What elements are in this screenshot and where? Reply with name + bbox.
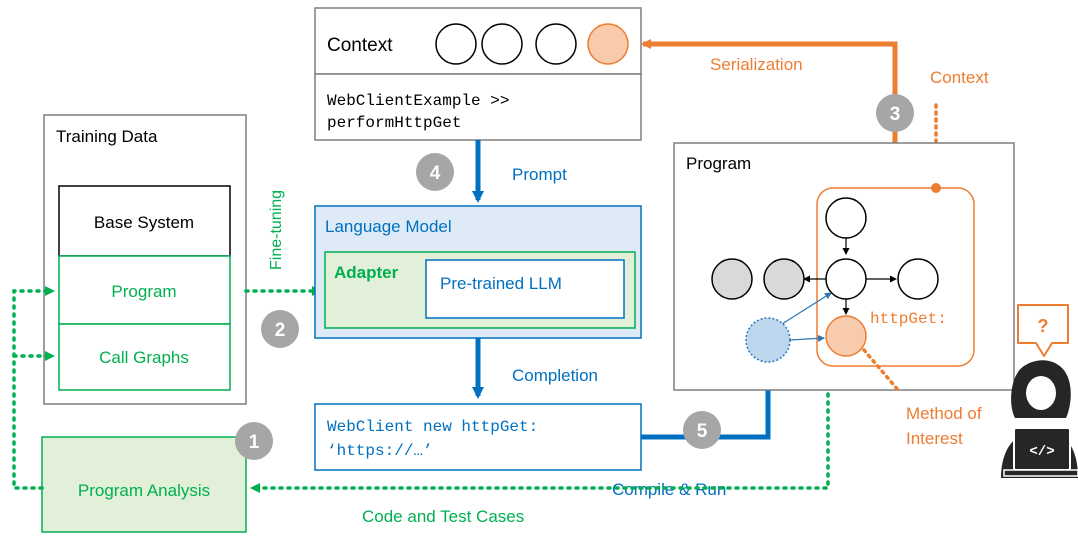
prompt-arrow: Prompt xyxy=(472,140,567,203)
generated-code-node xyxy=(745,317,791,363)
step-badge-number: 2 xyxy=(275,320,286,341)
method-of-interest-label-1: Method of xyxy=(906,404,982,423)
program-analysis-box: Program Analysis xyxy=(41,436,247,533)
program-box: Program httpGet: xyxy=(673,142,1015,391)
call-graphs-label: Call Graphs xyxy=(99,348,189,367)
step-badge-number: 1 xyxy=(249,432,260,453)
compile-run-label: Compile & Run xyxy=(612,480,726,499)
base-system-box xyxy=(58,185,231,257)
step-badge-number: 5 xyxy=(697,421,708,442)
fine-tuning-label: Fine-tuning xyxy=(268,190,285,270)
completion-arrow: Completion xyxy=(472,338,598,399)
step-badge-5: 5 xyxy=(683,411,721,449)
method-of-interest-node xyxy=(825,315,867,357)
person-face-icon xyxy=(1026,376,1056,410)
context-node xyxy=(435,23,477,65)
method-node xyxy=(825,197,867,239)
program-data-label: Program xyxy=(111,282,176,301)
adapter-label: Adapter xyxy=(334,263,399,282)
pretrained-llm-label: Pre-trained LLM xyxy=(440,274,562,293)
method-context-region xyxy=(816,187,975,367)
context-label: Context xyxy=(930,68,989,87)
new-call-edge xyxy=(781,292,832,325)
step-badge-4: 4 xyxy=(416,153,454,191)
speech-bubble-icon: ? xyxy=(1017,304,1069,357)
speech-question-mark: ? xyxy=(1038,316,1049,336)
language-model-title: Language Model xyxy=(325,217,452,236)
context-anchor-dot xyxy=(931,183,941,193)
code-tests-arrow xyxy=(250,392,830,493)
program-analysis-label: Program Analysis xyxy=(78,481,210,500)
analysis-to-program-arrow xyxy=(12,286,55,490)
program-data-box xyxy=(58,255,231,325)
training-data-box: Training Data Base System Program Call G… xyxy=(43,114,247,405)
step-badge-3: 3 xyxy=(876,94,914,132)
context-node-target xyxy=(587,23,629,65)
call-graphs-box xyxy=(58,323,231,391)
method-of-interest-label-2: Interest xyxy=(906,429,963,448)
completion-label: Completion xyxy=(512,366,598,385)
step-badge-number: 3 xyxy=(890,104,901,125)
program-title: Program xyxy=(686,154,751,173)
context-code-line2: performHttpGet xyxy=(327,114,461,132)
step-badge-2: 2 xyxy=(261,310,299,348)
completion-code-line2: ‘https://…’ xyxy=(327,442,433,460)
context-node xyxy=(535,23,577,65)
context-code-line1: WebClientExample >> xyxy=(327,92,509,110)
method-node xyxy=(897,258,939,300)
serialization-label: Serialization xyxy=(710,55,803,74)
prompt-label: Prompt xyxy=(512,165,567,184)
pretrained-llm-box xyxy=(425,259,625,319)
developer-icon: ? </> xyxy=(1001,304,1078,478)
external-method-node xyxy=(763,258,805,300)
method-of-interest-pointer: Method of Interest xyxy=(862,348,982,448)
completion-code-line1: WebClient new httpGet: xyxy=(327,418,538,436)
context-box: Context WebClientExample >> performHttpG… xyxy=(314,7,642,141)
context-node xyxy=(481,23,523,65)
laptop-code-symbol: </> xyxy=(1029,444,1054,460)
method-node xyxy=(825,258,867,300)
completion-box: WebClient new httpGet: ‘https://…’ xyxy=(314,403,642,471)
code-tests-label: Code and Test Cases xyxy=(362,507,524,526)
training-data-title: Training Data xyxy=(56,127,158,146)
base-system-label: Base System xyxy=(94,213,194,232)
step-badge-1: 1 xyxy=(235,422,273,460)
context-title: Context xyxy=(327,35,393,56)
external-method-node xyxy=(711,258,753,300)
method-label: httpGet: xyxy=(870,310,947,328)
new-call-edge xyxy=(789,334,825,342)
laptop-base-icon xyxy=(1003,469,1078,477)
language-model-box: Language Model Adapter Pre-trained LLM xyxy=(314,205,642,339)
step-badge-number: 4 xyxy=(430,163,441,184)
